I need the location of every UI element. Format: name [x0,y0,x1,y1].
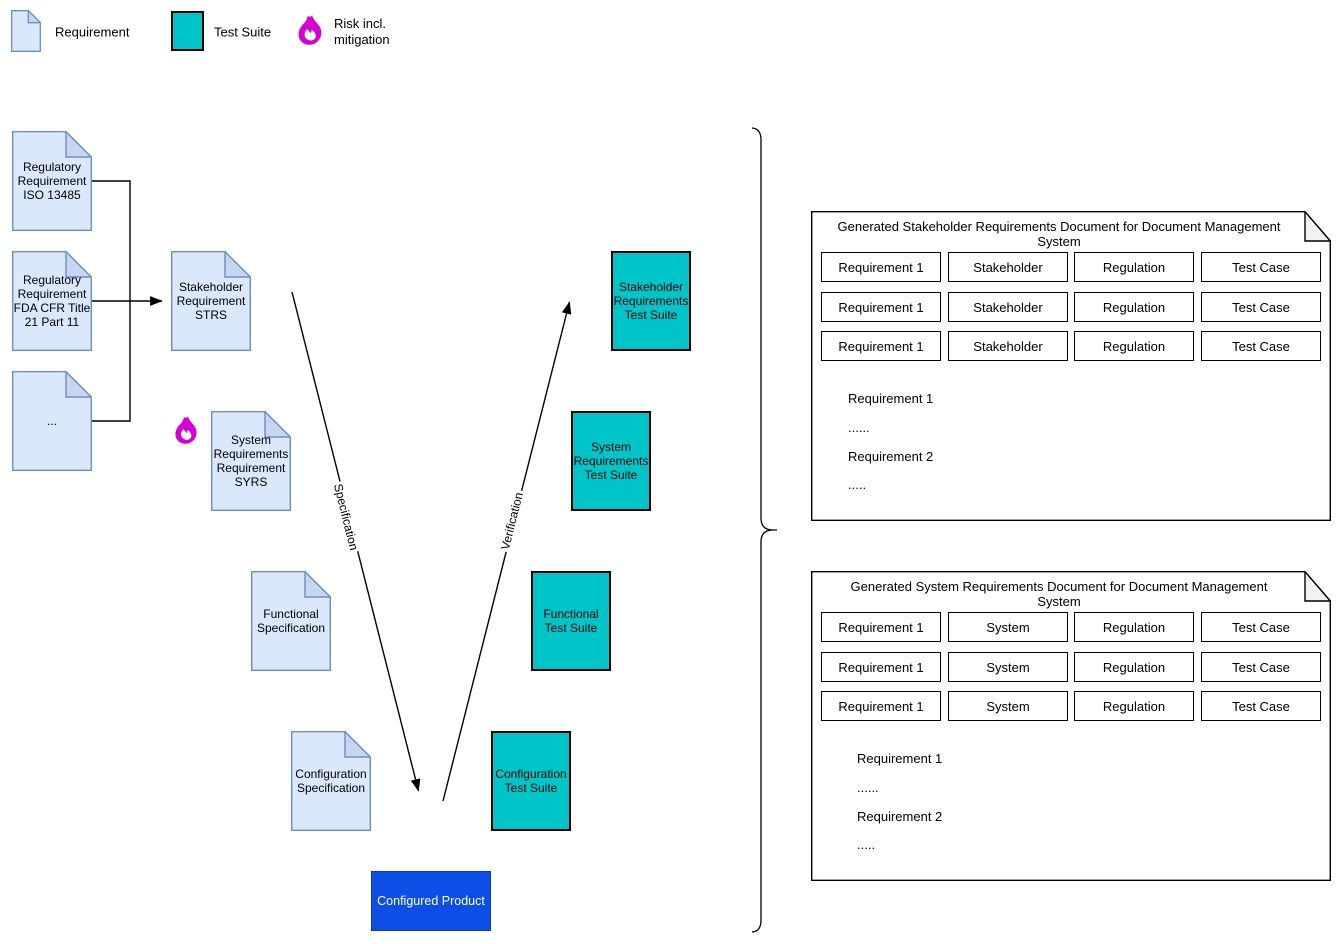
risk-flame-icon-syrs [175,416,198,445]
table-cell: Requirement 1 [821,691,941,721]
panel-title: Generated System Requirements Document f… [850,579,1268,609]
doc-label: Regulatory Requirement FDA CFR Title 21 … [13,272,91,330]
note-line: ...... [848,420,870,435]
document-shape [171,251,251,351]
table-cell: Stakeholder [948,331,1068,361]
risk-flame-icon [298,15,323,46]
note-line: Requirement 2 [857,809,943,824]
configured-product-box: Configured Product [371,871,491,931]
table-cell: Test Case [1201,292,1321,322]
doc-regulatory-fda-cfr: Regulatory Requirement FDA CFR Title 21 … [12,251,92,351]
legend-requirement-shape [11,10,41,52]
table-cell: Requirement 1 [821,252,941,282]
flame-icon [175,416,197,444]
test-suite-system-requirements: System Requirements Test Suite [571,411,651,511]
doc-label: Stakeholder Requirement STRS [176,279,246,323]
doc-label: Functional Specification [256,606,326,635]
doc-functional-specification: Functional Specification [251,571,331,671]
flame-icon [298,15,322,45]
table-cell: Requirement 1 [821,612,941,642]
curly-brace [751,127,777,933]
test-suite-configuration: Configuration Test Suite [491,731,571,831]
document-icon [11,10,41,52]
table-cell: Test Case [1201,252,1321,282]
table-cell: Test Case [1201,691,1321,721]
note-line: Requirement 2 [848,449,934,464]
table-cell: Regulation [1074,652,1194,682]
note-line: ...... [857,780,879,795]
table-cell: Regulation [1074,331,1194,361]
doc-label: ... [46,413,57,428]
panel-document-shape [811,211,1331,521]
table-cell: Requirement 1 [821,292,941,322]
legend-risk-label: Risk incl. mitigation [334,16,390,47]
table-cell: Regulation [1074,612,1194,642]
note-line: ..... [857,837,876,852]
table-cell: Regulation [1074,292,1194,322]
stakeholder-requirements-panel: Generated Stakeholder Requirements Docum… [811,211,1331,521]
panel-document-shape [811,571,1331,881]
table-cell: System [948,691,1068,721]
legend-requirement-label: Requirement [55,24,130,40]
table-cell: Requirement 1 [821,652,941,682]
doc-ellipsis: ... [12,371,92,471]
table-cell: Requirement 1 [821,331,941,361]
note-line: Requirement 1 [848,391,934,406]
table-cell: Stakeholder [948,292,1068,322]
document-shape [12,371,92,471]
table-cell: System [948,652,1068,682]
document-shape [12,251,92,351]
doc-system-requirements-syrs: System Requirements Requirement SYRS [211,411,291,511]
test-suite-stakeholder-requirements: Stakeholder Requirements Test Suite [611,251,691,351]
table-cell: System [948,612,1068,642]
table-cell: Test Case [1201,652,1321,682]
note-line: Requirement 1 [857,751,943,766]
legend-test-suite-swatch [171,11,204,51]
document-shape [211,411,291,511]
note-line: ..... [848,477,867,492]
doc-label: System Requirements Requirement SYRS [213,432,289,490]
system-requirements-panel: Generated System Requirements Document f… [811,571,1331,881]
panel-title: Generated Stakeholder Requirements Docum… [837,219,1281,249]
document-shape [291,731,371,831]
doc-stakeholder-requirement-strs: Stakeholder Requirement STRS [171,251,251,351]
table-cell: Test Case [1201,331,1321,361]
table-cell: Test Case [1201,612,1321,642]
table-cell: Stakeholder [948,252,1068,282]
doc-label: Regulatory Requirement ISO 13485 [17,159,87,203]
document-shape [12,131,92,231]
document-shape [251,571,331,671]
table-cell: Regulation [1074,252,1194,282]
legend-test-suite-label: Test Suite [214,24,272,40]
table-cell: Regulation [1074,691,1194,721]
doc-configuration-specification: Configuration Specification [291,731,371,831]
test-suite-functional: Functional Test Suite [531,571,611,671]
doc-label: Configuration Specification [295,766,367,795]
doc-regulatory-iso13485: Regulatory Requirement ISO 13485 [12,131,92,231]
